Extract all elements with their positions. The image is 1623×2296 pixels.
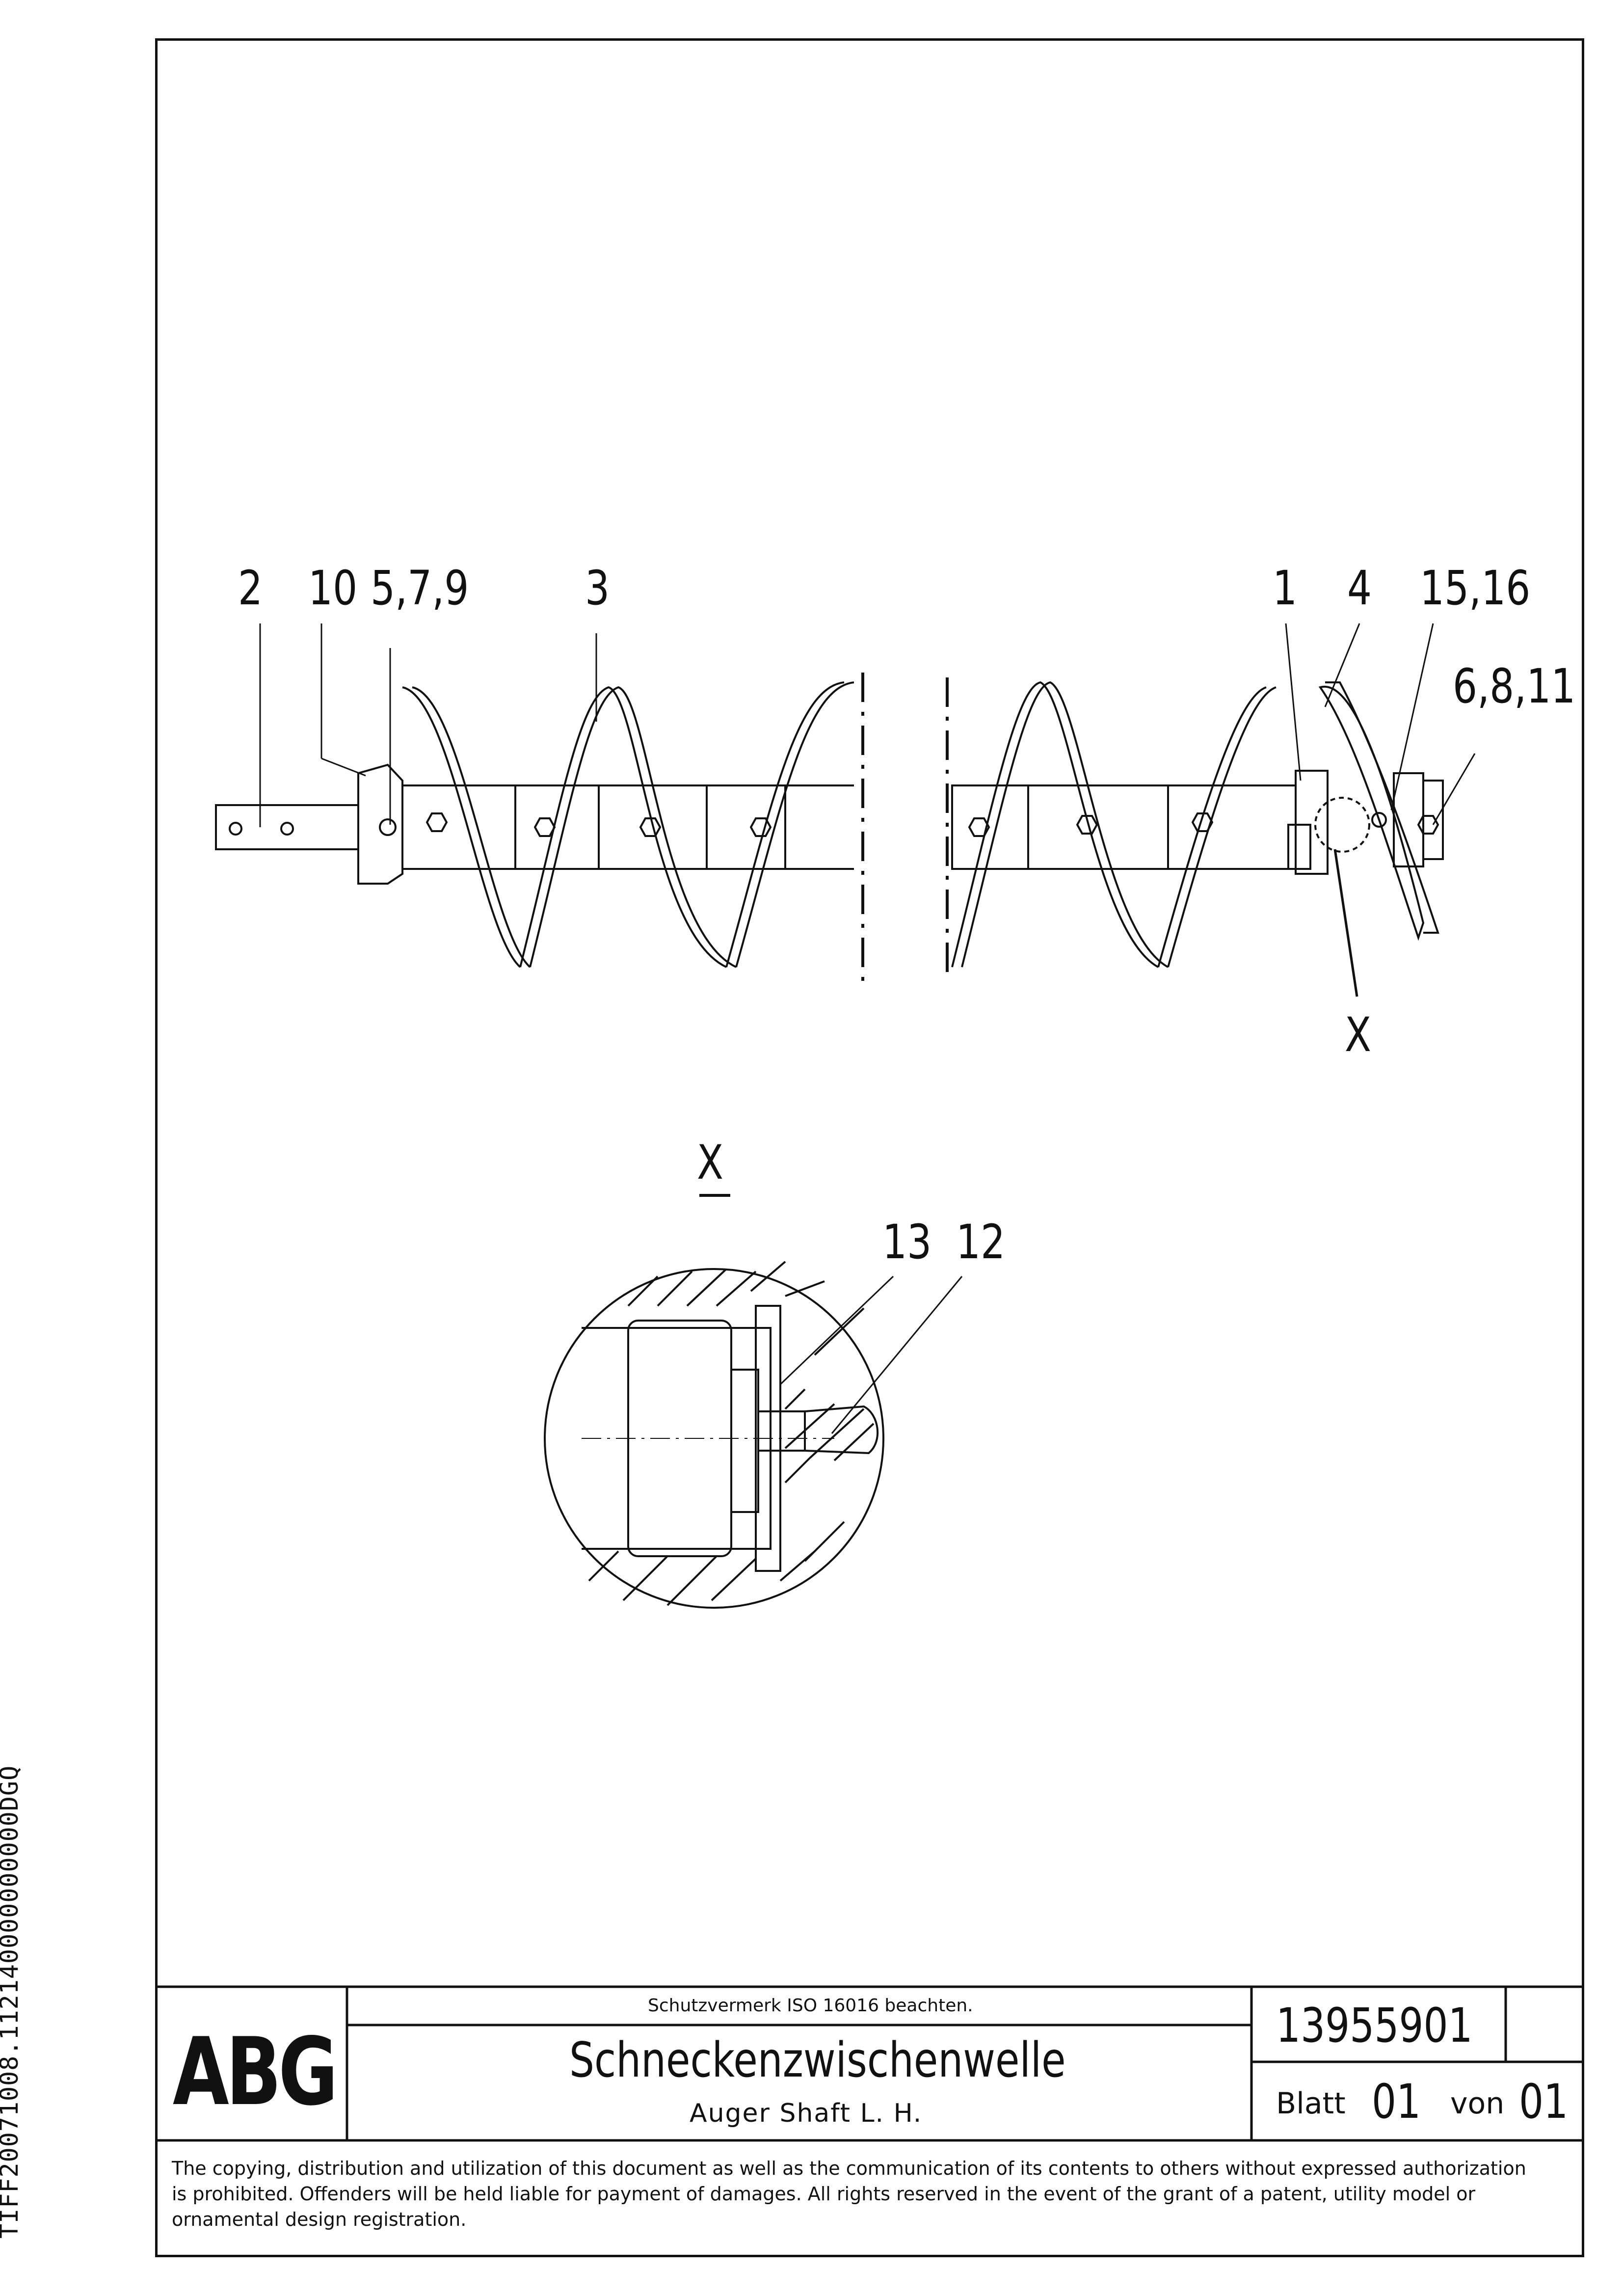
side-code: TIFF20071008.112140000000000DGQ xyxy=(0,1765,24,2239)
leader-lines xyxy=(259,623,1476,997)
callout-12: 12 xyxy=(956,1215,1006,1270)
protection-note: Schutzvermerk ISO 16016 beachten. xyxy=(648,1996,973,2016)
callout-10: 10 xyxy=(308,561,358,616)
copyright-line-2: is prohibited. Offenders will be held li… xyxy=(172,2183,1476,2205)
callout-5-7-9: 5,7,9 xyxy=(371,561,469,616)
callout-x: X xyxy=(1345,1007,1371,1062)
left-auger-shaft xyxy=(215,673,864,982)
right-auger-shaft xyxy=(946,677,1444,982)
callout-2: 2 xyxy=(238,561,263,616)
callout-1: 1 xyxy=(1273,561,1298,616)
drawing-frame xyxy=(155,38,1584,2257)
detail-x-label: X xyxy=(697,1135,723,1190)
callout-4: 4 xyxy=(1347,561,1372,616)
callout-15-16: 15,16 xyxy=(1420,561,1531,616)
callout-13: 13 xyxy=(882,1215,932,1270)
title-german: Schneckenzwischenwelle xyxy=(569,2032,1066,2088)
detail-x-view xyxy=(544,1194,963,1609)
callout-6-8-11: 6,8,11 xyxy=(1453,659,1576,714)
copyright-line-3: ornamental design registration. xyxy=(172,2209,467,2230)
drawing-number: 13955901 xyxy=(1276,1998,1473,2053)
abg-logo: ABG xyxy=(173,2018,338,2126)
sheet-label: Blatt xyxy=(1276,2086,1346,2121)
title-block-lines xyxy=(155,1985,1584,2142)
title-english: Auger Shaft L. H. xyxy=(690,2099,923,2128)
sheet-number: 01 xyxy=(1372,2074,1421,2129)
of-label: von xyxy=(1450,2086,1505,2121)
callout-3: 3 xyxy=(585,561,610,616)
copyright-line-1: The copying, distribution and utilizatio… xyxy=(172,2158,1526,2179)
sheet-total: 01 xyxy=(1519,2074,1569,2129)
